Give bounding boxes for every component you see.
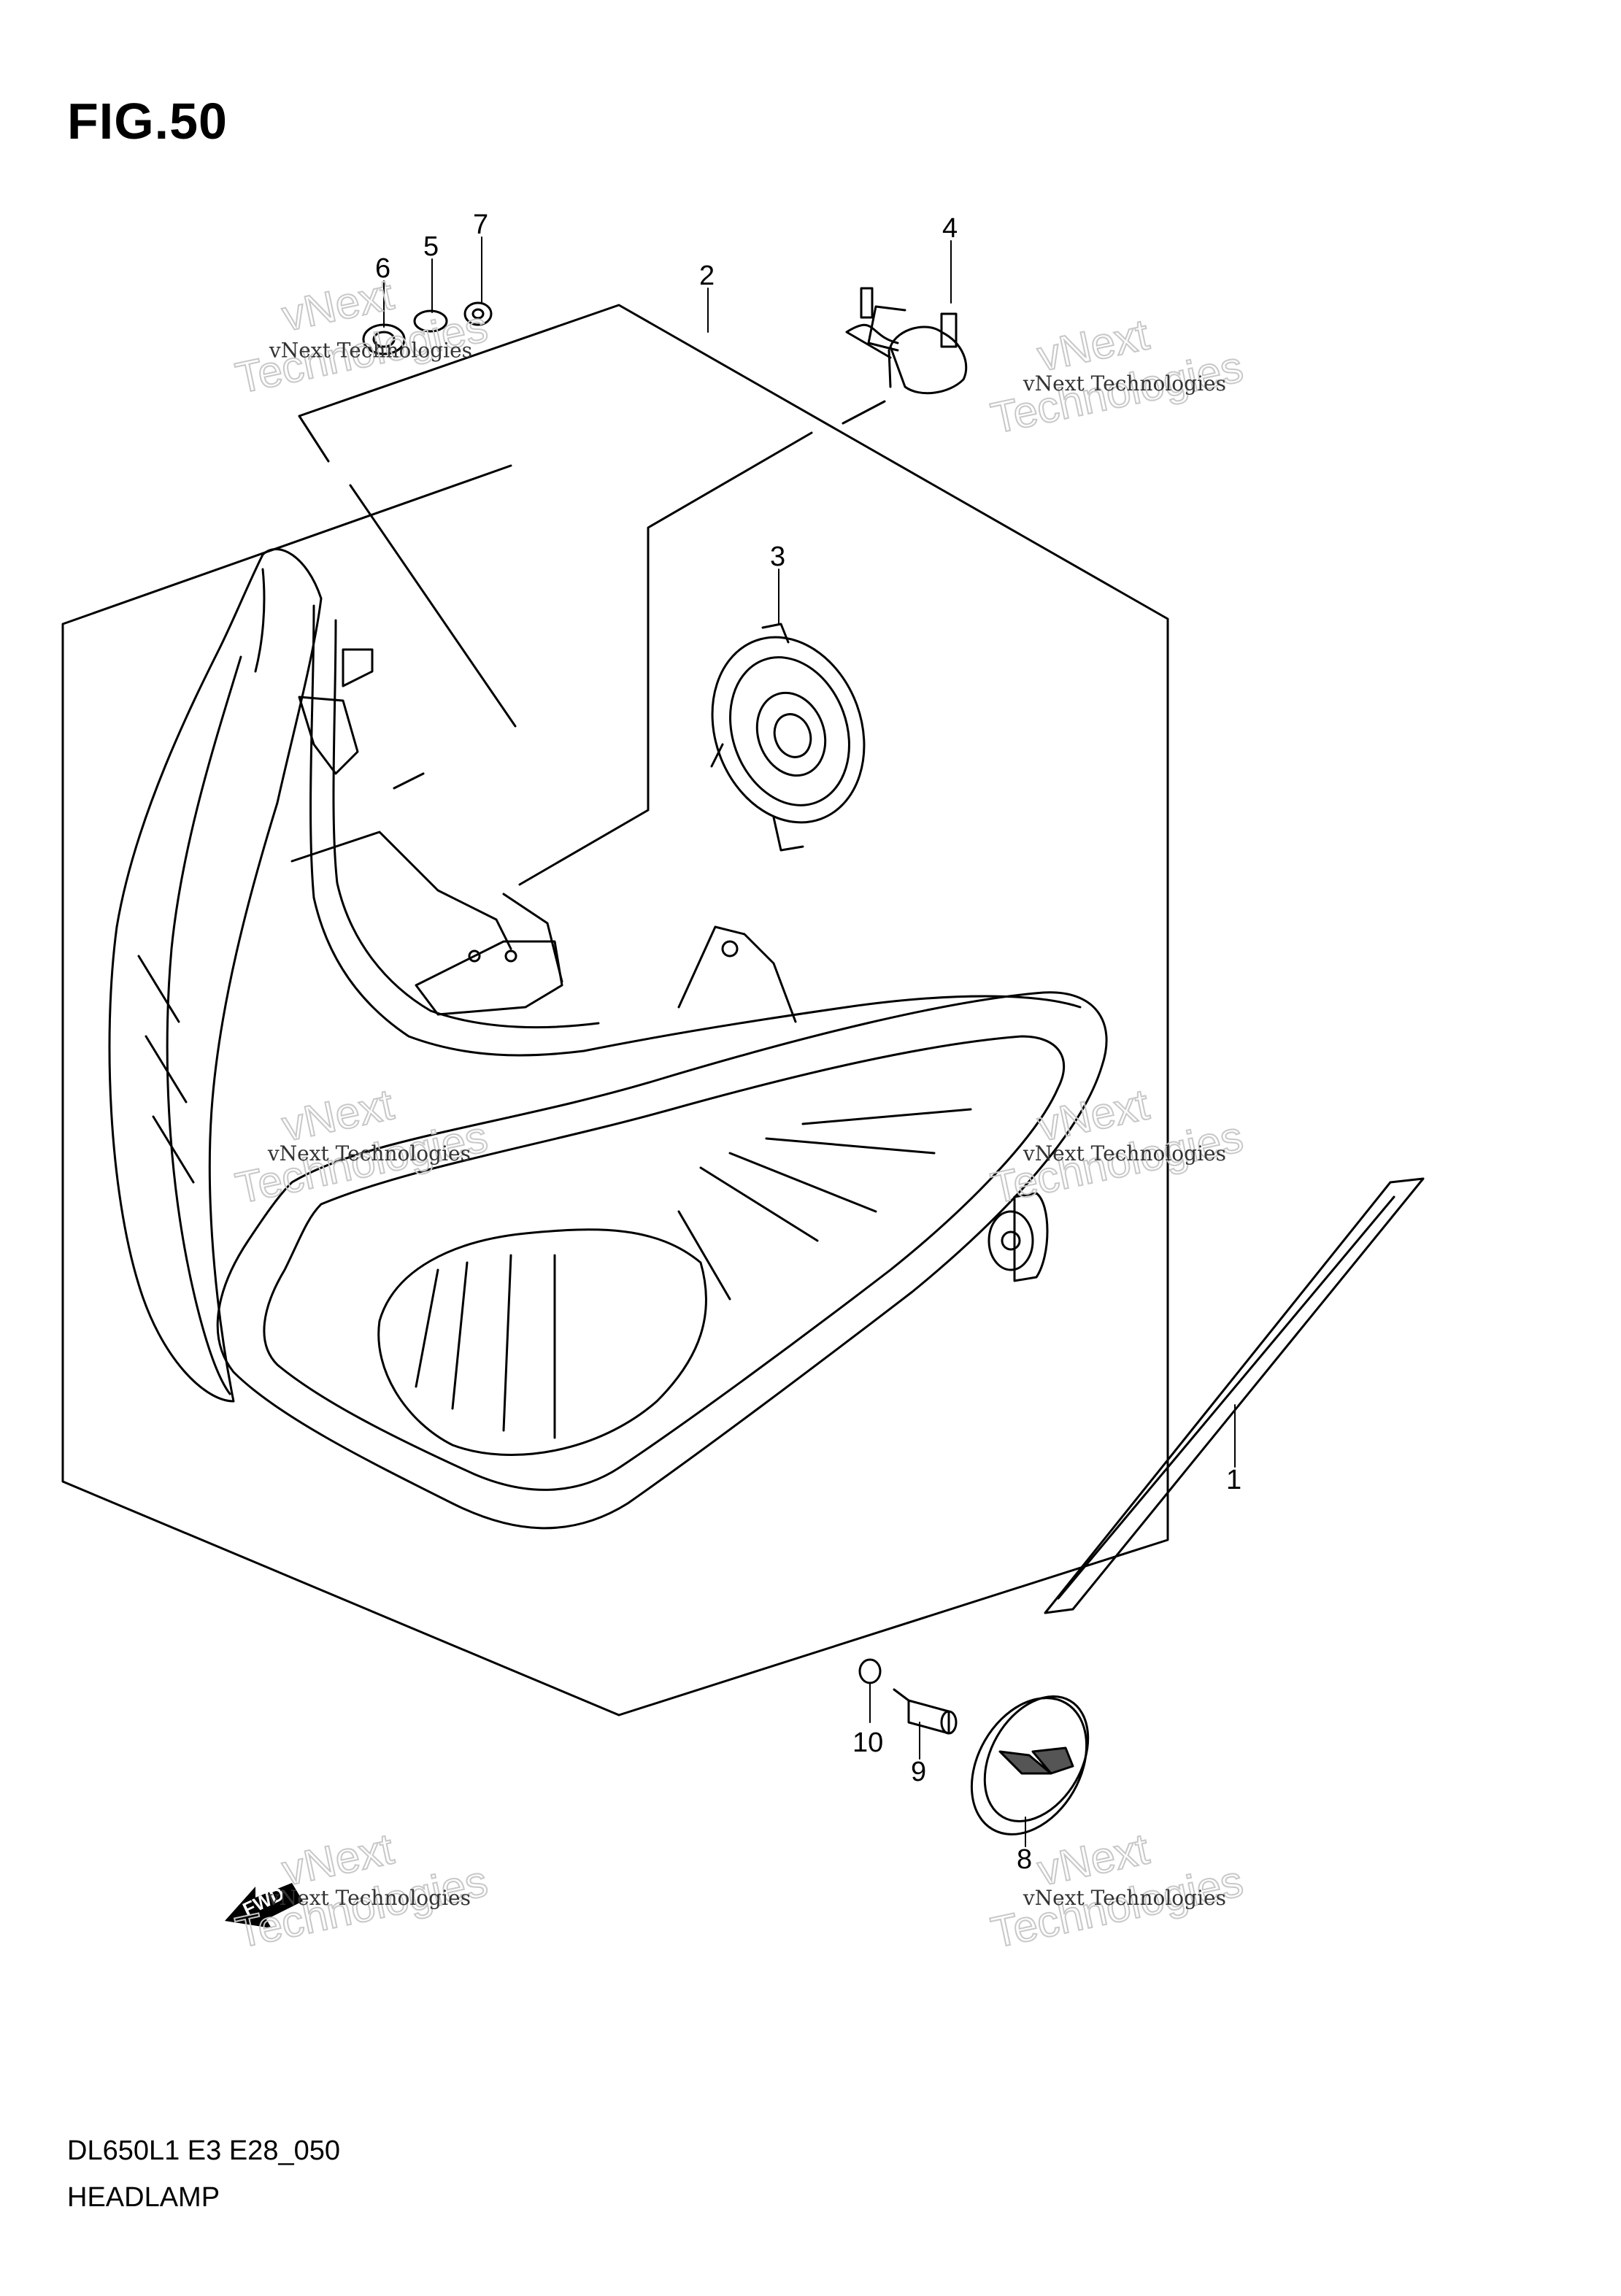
watermark-bottom-right: vNext Technologies vNext Technologies <box>986 1823 1248 1958</box>
part-8-reflector <box>970 1695 1090 1835</box>
part-10-washer <box>858 1658 882 1684</box>
part-3-socket-cover <box>710 623 866 852</box>
part-4-bulb <box>845 287 968 395</box>
watermark-mid-right: vNext Technologies vNext Technologies <box>986 1079 1248 1214</box>
leader-lines <box>383 236 1236 1847</box>
callout-2: 2 <box>699 261 715 291</box>
callout-6: 6 <box>375 253 390 284</box>
watermark-bottom-left: vNext Technologies vNext Technologies <box>231 1823 493 1958</box>
assembly-inner-bracket-line <box>349 484 517 728</box>
callout-1: 1 <box>1226 1465 1241 1495</box>
headlamp-housing <box>108 548 1108 1530</box>
svg-text:vNext Technologies: vNext Technologies <box>1023 1141 1226 1166</box>
part-1-trim-strip <box>1044 1177 1425 1614</box>
assembly-top-right-line <box>842 400 886 425</box>
callout-5: 5 <box>423 231 439 262</box>
callout-3: 3 <box>770 542 785 572</box>
callout-8: 8 <box>1017 1844 1032 1875</box>
part-9-spacer <box>893 1688 958 1735</box>
svg-text:vNext Technologies: vNext Technologies <box>267 1886 471 1910</box>
callout-9: 9 <box>911 1757 926 1787</box>
svg-text:vNext Technologies: vNext Technologies <box>1023 371 1226 396</box>
svg-text:vNext Technologies: vNext Technologies <box>1023 1886 1226 1910</box>
watermark-top-left: vNext Technologies vNext Technologies <box>231 269 493 404</box>
assembly-inner-bracket-line-2 <box>518 431 813 886</box>
callout-7: 7 <box>473 209 488 240</box>
section-name-label: HEADLAMP <box>67 2182 220 2213</box>
part-7-nut <box>463 301 493 326</box>
callout-10: 10 <box>852 1727 883 1758</box>
callout-numbers: 1 2 3 4 5 6 7 8 9 10 <box>375 209 1241 1875</box>
svg-text:vNext Technologies: vNext Technologies <box>267 1141 471 1166</box>
figure-title: FIG.50 <box>67 93 228 150</box>
svg-text:vNext Technologies: vNext Technologies <box>269 339 472 363</box>
part-5-washer <box>413 309 448 333</box>
watermark-top-right: vNext Technologies vNext Technologies <box>986 309 1248 444</box>
assembly-hexagon-outline <box>61 304 1169 1717</box>
callout-4: 4 <box>942 213 958 244</box>
model-code-label: DL650L1 E3 E28_050 <box>67 2135 340 2166</box>
